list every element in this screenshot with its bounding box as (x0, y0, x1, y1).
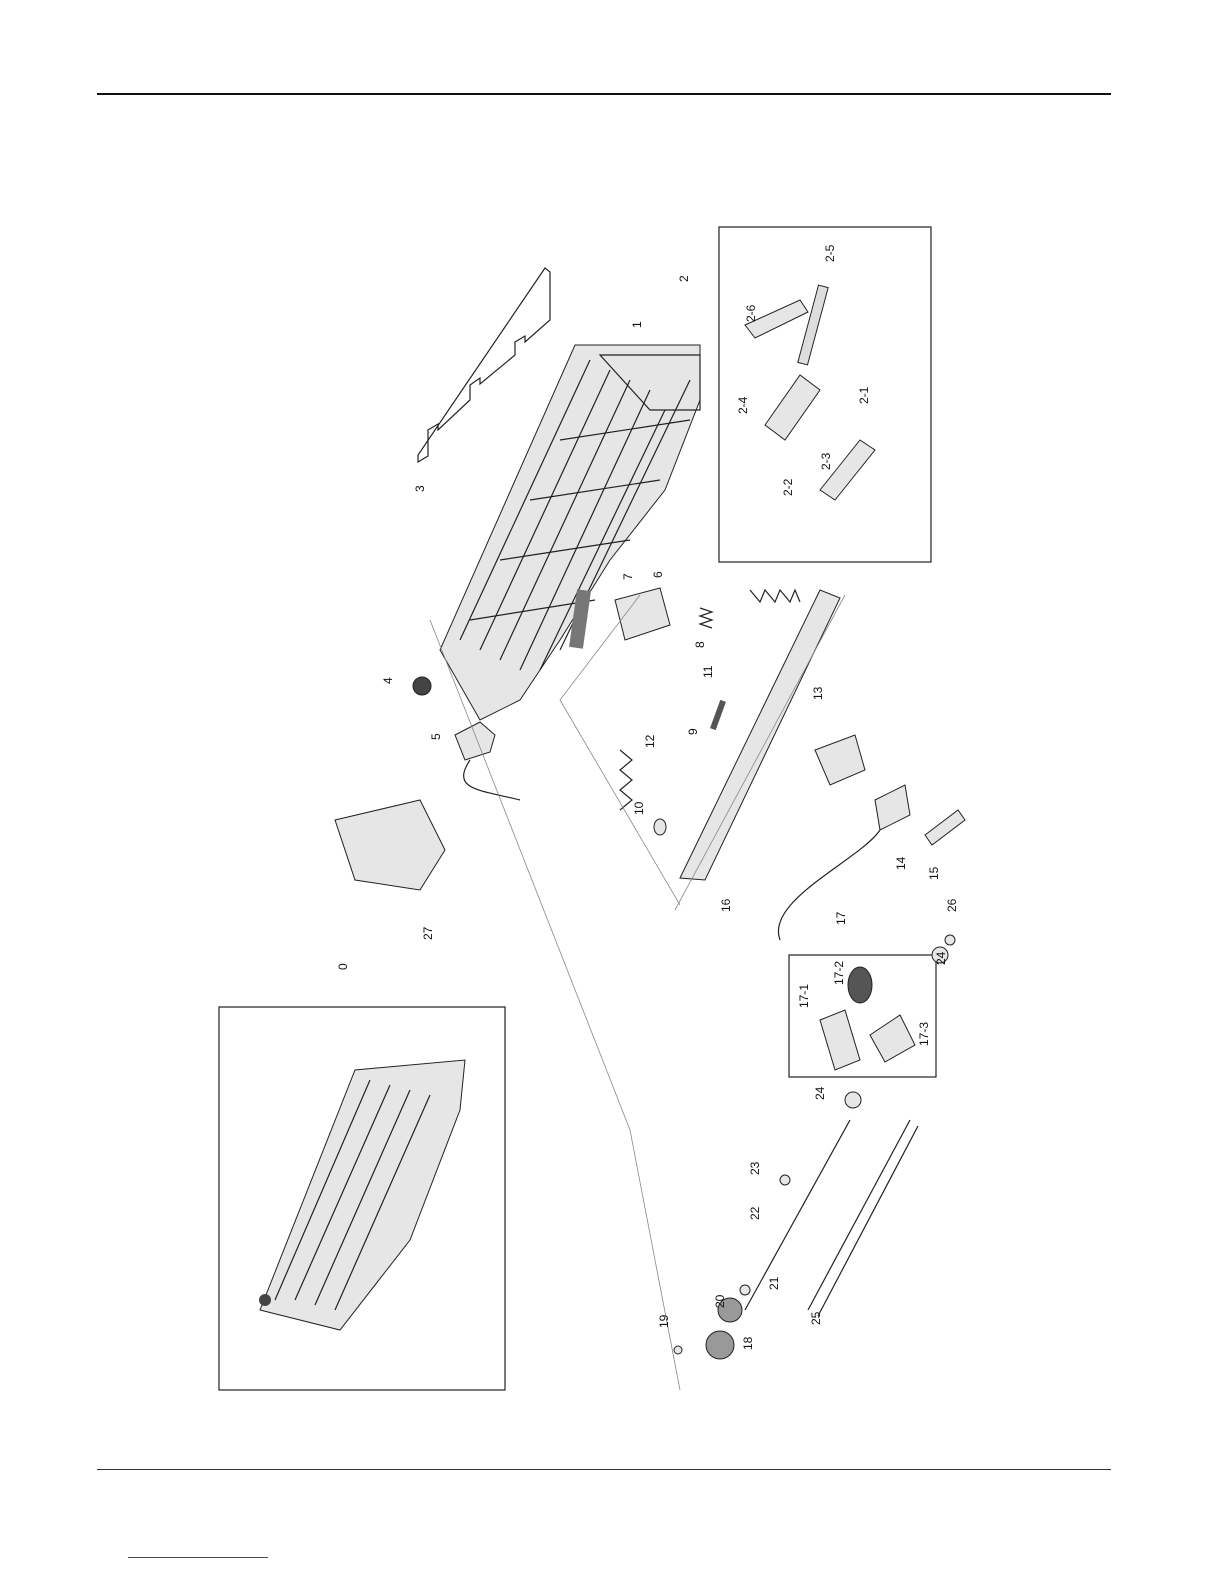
callout-label-22: 22 (748, 1206, 762, 1220)
part-3-guide (418, 268, 550, 462)
callout-label-25: 25 (809, 1311, 823, 1325)
callout-label-26: 26 (945, 898, 959, 912)
part-23-bushing (780, 1175, 790, 1185)
footer-link-underline[interactable] (128, 1557, 268, 1558)
part-17-3-core (870, 1015, 915, 1062)
part-15-lever (925, 810, 965, 845)
part-17-1-holder (820, 1010, 860, 1070)
callout-label-8: 8 (693, 641, 707, 648)
callout-label-27: 27 (421, 926, 435, 940)
part-6-holder (615, 588, 670, 640)
part-5-sensor (455, 722, 520, 800)
part-19-pin (674, 1346, 682, 1354)
callout-label-21: 21 (767, 1276, 781, 1290)
part-14-sensor (875, 785, 910, 830)
part-8-spring (700, 608, 712, 628)
callout-label-16: 16 (719, 898, 733, 912)
part-0-assembly (259, 1060, 465, 1330)
callout-label-7: 7 (621, 573, 635, 580)
callout-label-17: 17 (834, 911, 848, 925)
callout-label-13: 13 (811, 686, 825, 700)
callout-label-23: 23 (748, 1161, 762, 1175)
callout-label-10: 10 (632, 801, 646, 815)
part-10-cap (654, 819, 666, 835)
callout-label-2-2: 2-2 (781, 478, 795, 496)
callout-label-20: 20 (713, 1294, 727, 1308)
callout-label-24a: 24 (934, 951, 948, 965)
part-21-clip (740, 1285, 750, 1295)
callout-label-1: 1 (630, 321, 644, 328)
callout-label-19: 19 (657, 1314, 671, 1328)
callout-label-2-1: 2-1 (857, 386, 871, 404)
callout-label-24b: 24 (813, 1086, 827, 1100)
callout-label-5: 5 (429, 733, 443, 740)
part-9-plate (680, 590, 840, 880)
part-11-strip (710, 700, 726, 730)
callout-label-2-3: 2-3 (819, 452, 833, 470)
callout-label-11: 11 (701, 665, 715, 678)
part-27-plate (335, 800, 445, 890)
detail-box-2 (719, 227, 931, 562)
part-12-spring (620, 750, 632, 810)
part-13-holder (815, 735, 865, 785)
callout-label-14: 14 (894, 856, 908, 870)
part-18-gear (706, 1331, 734, 1359)
part-16-harness (778, 830, 880, 940)
part-2-4-roller (765, 375, 820, 440)
callout-label-17-1: 17-1 (797, 984, 811, 1008)
callout-label-0: 0 (336, 963, 350, 970)
spring-upper (750, 590, 800, 602)
callout-label-6: 6 (651, 571, 665, 578)
callout-label-2-4: 2-4 (736, 396, 750, 414)
part-17-2-tire (848, 967, 872, 1003)
callout-label-15: 15 (927, 866, 941, 880)
callout-label-18: 18 (741, 1336, 755, 1350)
part-2-5-shaft (798, 285, 828, 365)
callout-label-4: 4 (381, 677, 395, 684)
footer-rule (97, 1469, 1111, 1470)
callout-label-3: 3 (413, 485, 427, 492)
callout-label-2-6: 2-6 (744, 304, 758, 322)
callout-label-2-5: 2-5 (823, 244, 837, 262)
part-25-rails (808, 1120, 918, 1316)
part-26-bushing (945, 935, 955, 945)
callout-label-12: 12 (643, 734, 657, 748)
callout-label-2: 2 (677, 275, 691, 282)
callout-label-17-2: 17-2 (832, 961, 846, 985)
callout-label-17-3: 17-3 (917, 1022, 931, 1046)
part-24-washer-lower (845, 1092, 861, 1108)
part-4-gear (413, 677, 431, 695)
part-1-frame (440, 345, 700, 720)
callout-label-9: 9 (686, 728, 700, 735)
